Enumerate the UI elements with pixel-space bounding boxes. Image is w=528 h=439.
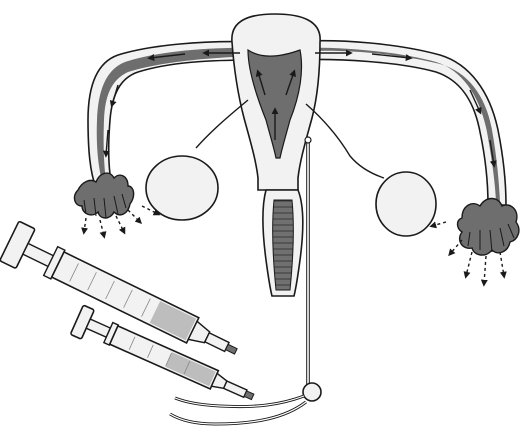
catheter-bulb (303, 383, 321, 401)
right-ovary (376, 172, 436, 236)
syringe-tip (205, 333, 229, 352)
left-ovary (146, 156, 218, 220)
cervical-canal (273, 200, 294, 290)
right-ovarian-ligament (306, 104, 384, 178)
left-ovarian-ligament (196, 100, 248, 148)
